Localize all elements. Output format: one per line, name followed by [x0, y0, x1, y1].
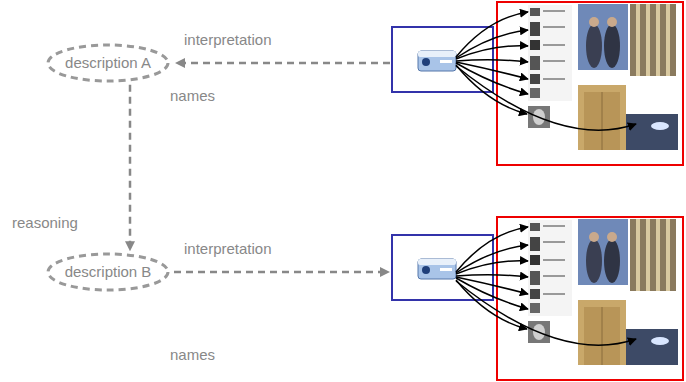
- description-ellipse: description B: [46, 252, 170, 292]
- reasoning-arrow: [129, 85, 132, 251]
- node-text: description B: [65, 263, 152, 281]
- photo-collage: [456, 219, 678, 365]
- node-text: description A: [65, 54, 151, 72]
- edge-label: reasoning: [10, 214, 80, 232]
- sensor-icon: [418, 51, 456, 71]
- description-ellipse: description A: [46, 43, 170, 83]
- photo-collage: [456, 4, 678, 150]
- annotation-label: names: [168, 87, 217, 105]
- interpretation-arrow: [176, 62, 390, 65]
- annotation-label: interpretation: [182, 240, 274, 258]
- annotation-label: interpretation: [182, 31, 274, 49]
- annotation-label: names: [168, 346, 217, 364]
- interpretation-arrow: [174, 271, 389, 274]
- sensor-icon: [418, 259, 456, 279]
